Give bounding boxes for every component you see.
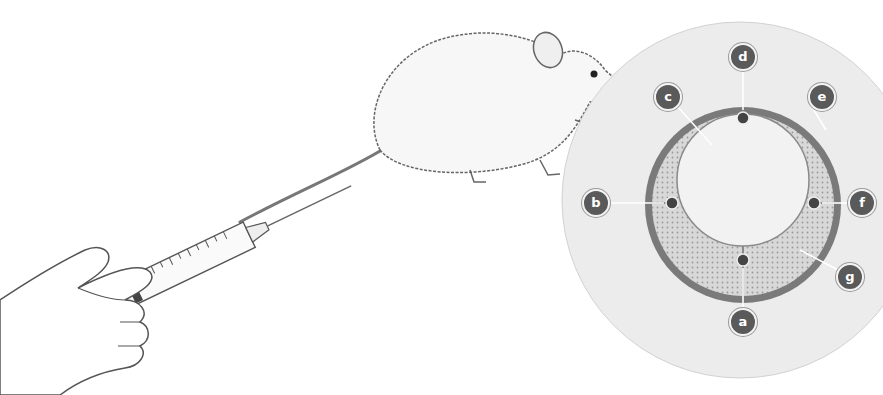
callout-letter: g <box>836 263 864 291</box>
callout-letter: a <box>729 308 757 336</box>
callout-letter: b <box>582 189 610 217</box>
callout-letter: c <box>654 83 682 111</box>
callout-letter: f <box>848 189 876 217</box>
callout-letter: e <box>808 83 836 111</box>
callout-letter: d <box>729 43 757 71</box>
